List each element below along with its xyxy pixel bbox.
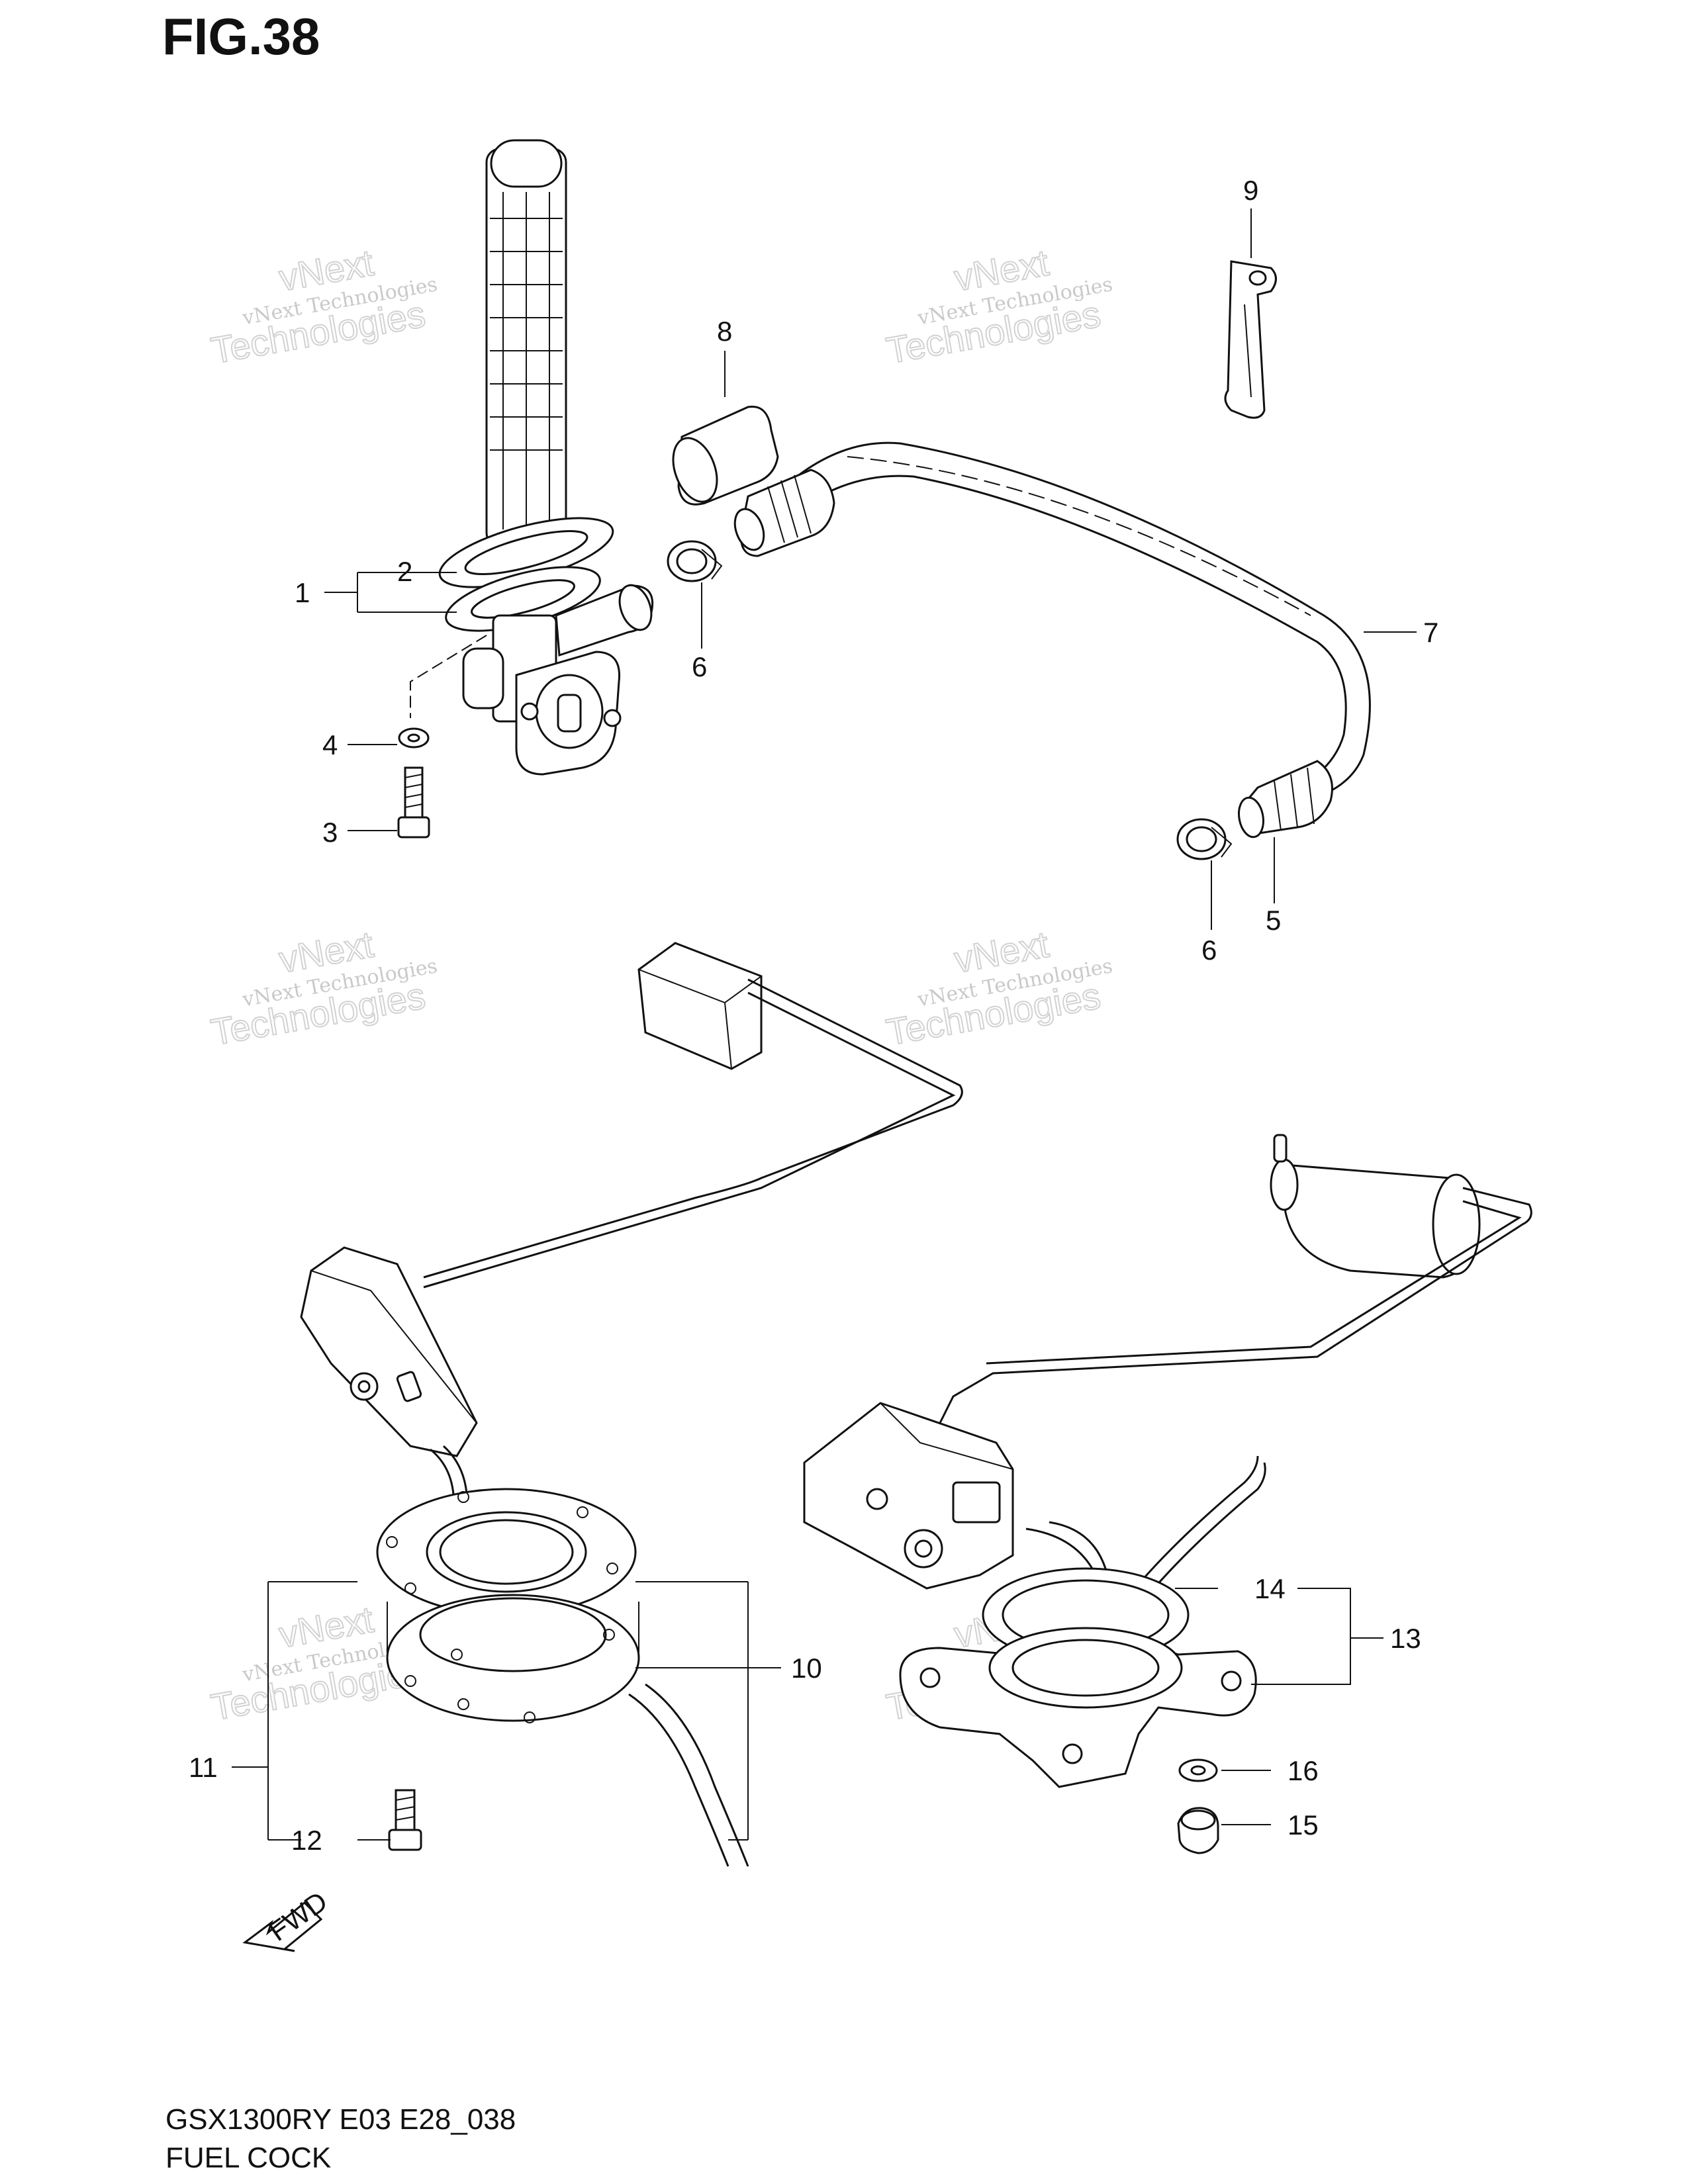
- callout-12: 12: [291, 1825, 322, 1856]
- callout-14: 14: [1254, 1573, 1286, 1604]
- callout-13: 13: [1390, 1623, 1421, 1654]
- model-code: GSX1300RY E03 E28_038: [165, 2103, 516, 2136]
- callout-16: 16: [1288, 1755, 1319, 1786]
- callout-1: 1: [295, 577, 310, 608]
- callout-6b: 6: [1201, 934, 1217, 966]
- fuel-hose-assembly: [667, 405, 1371, 860]
- callout-5: 5: [1266, 905, 1281, 936]
- callout-10: 10: [791, 1653, 822, 1684]
- leader-lines: [232, 208, 1417, 1841]
- callout-8: 8: [717, 316, 732, 347]
- callout-7: 7: [1423, 617, 1438, 648]
- callout-9: 9: [1243, 175, 1258, 206]
- hose-clamp-part9: [1224, 260, 1277, 419]
- fuel-level-gauge-left: [300, 942, 963, 1867]
- callout-4: 4: [322, 729, 338, 760]
- callout-2: 2: [397, 556, 412, 587]
- callout-15: 15: [1288, 1809, 1319, 1841]
- callout-6: 6: [692, 651, 707, 682]
- fuel-level-gauge-right: [803, 1134, 1532, 1854]
- callout-11: 11: [189, 1752, 218, 1783]
- fuel-cock-assembly: [397, 139, 654, 839]
- callout-3: 3: [322, 817, 338, 848]
- figure-name: FUEL COCK: [165, 2142, 332, 2174]
- figure-title: FIG.38: [162, 7, 320, 66]
- callout-numbers: 1 2 3 4 5 6 6 7 8 9 10 11 12 13 14 15 16: [189, 175, 1438, 1856]
- forward-arrow: FWD: [242, 1886, 333, 1952]
